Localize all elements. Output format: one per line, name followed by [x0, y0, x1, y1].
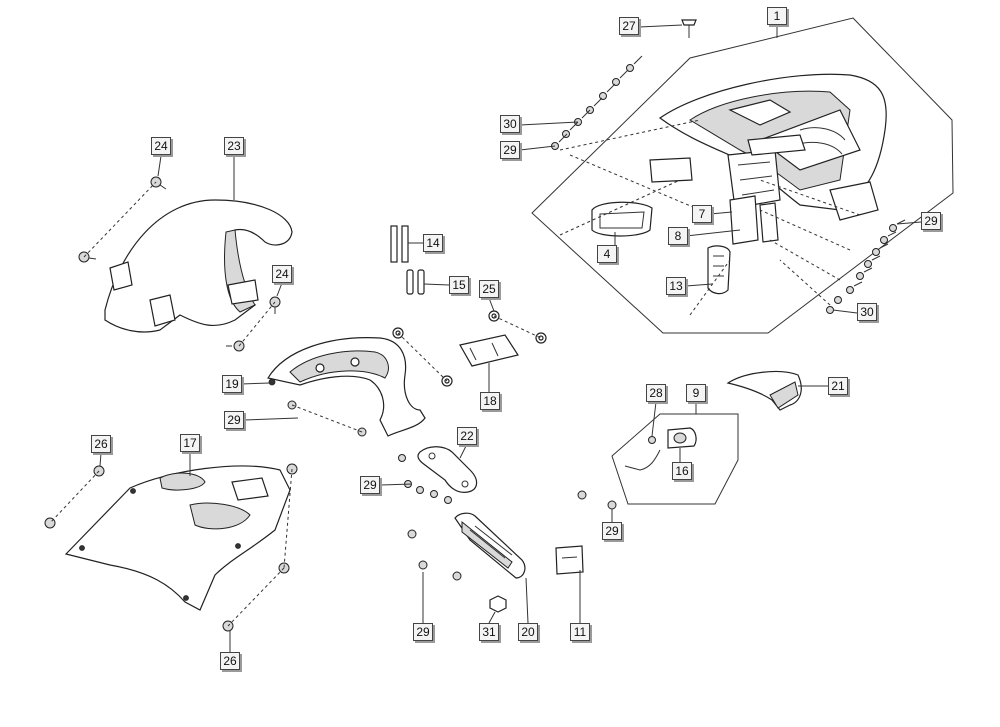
callout-19: 19 [222, 375, 242, 393]
callout-11: 11 [570, 623, 590, 641]
rear-fender-part [104, 199, 293, 333]
callout-22: 22 [457, 427, 477, 445]
part-15-pins [406, 269, 425, 295]
part-17-under-cover [64, 465, 291, 611]
callout-24-top: 24 [151, 137, 171, 155]
part-20-license-bracket [454, 512, 526, 579]
callout-8: 8 [668, 227, 688, 245]
part-24-screws-fender [78, 176, 281, 352]
callout-23: 23 [224, 137, 244, 155]
callout-30-right: 30 [857, 303, 877, 321]
callout-17: 17 [180, 434, 200, 452]
callout-29-center: 29 [360, 476, 380, 494]
callout-15: 15 [449, 276, 469, 294]
callout-25: 25 [479, 280, 499, 298]
callout-16: 16 [672, 462, 692, 480]
screws-group-30-29-left [551, 55, 643, 150]
license-light-outline [611, 413, 739, 505]
callout-4: 4 [597, 245, 617, 263]
callout-29-right: 29 [921, 212, 941, 230]
part-22-bracket [417, 446, 478, 493]
part-16-license-light [624, 427, 697, 471]
part-25-washers [392, 310, 547, 387]
part-13-reflector [707, 245, 731, 295]
part-11-label [555, 545, 584, 575]
callout-24-mid: 24 [272, 265, 292, 283]
tail-light-bracket-part [727, 134, 806, 209]
callout-18: 18 [480, 392, 500, 410]
part-7-8-bracket [649, 157, 779, 245]
callout-26-bottom: 26 [220, 652, 240, 670]
callout-29-mid: 29 [224, 411, 244, 429]
callout-31: 31 [479, 623, 499, 641]
part-21-cover [726, 370, 802, 411]
part-29-screws-lower [407, 529, 462, 581]
leader-lines [99, 24, 922, 652]
callout-1: 1 [767, 7, 787, 25]
part-26-screws [44, 463, 298, 632]
callout-29-bottom: 29 [413, 623, 433, 641]
part-18-plate [459, 334, 519, 367]
part-31-nut [489, 595, 507, 613]
part-14-strips [390, 225, 409, 263]
callout-21: 21 [828, 377, 848, 395]
callout-20: 20 [518, 623, 538, 641]
callout-30-top: 30 [500, 115, 520, 133]
screws-group-29-30-right [826, 219, 906, 314]
part-29-screws-center [287, 400, 452, 504]
seat-assembly-outline [531, 17, 954, 334]
callout-29-lower-right: 29 [602, 522, 622, 540]
callout-26-top: 26 [91, 435, 111, 453]
callout-13: 13 [666, 277, 686, 295]
part-29-screws-right-lower [577, 490, 617, 510]
callout-14: 14 [423, 234, 443, 252]
callout-29-top: 29 [500, 141, 520, 159]
part-4-lens [591, 201, 653, 237]
part-19-rear-frame [267, 337, 426, 437]
part-27-screw [681, 19, 697, 38]
callout-27: 27 [619, 17, 639, 35]
callout-7: 7 [692, 205, 712, 223]
callout-28: 28 [646, 384, 666, 402]
callout-9: 9 [686, 384, 706, 402]
